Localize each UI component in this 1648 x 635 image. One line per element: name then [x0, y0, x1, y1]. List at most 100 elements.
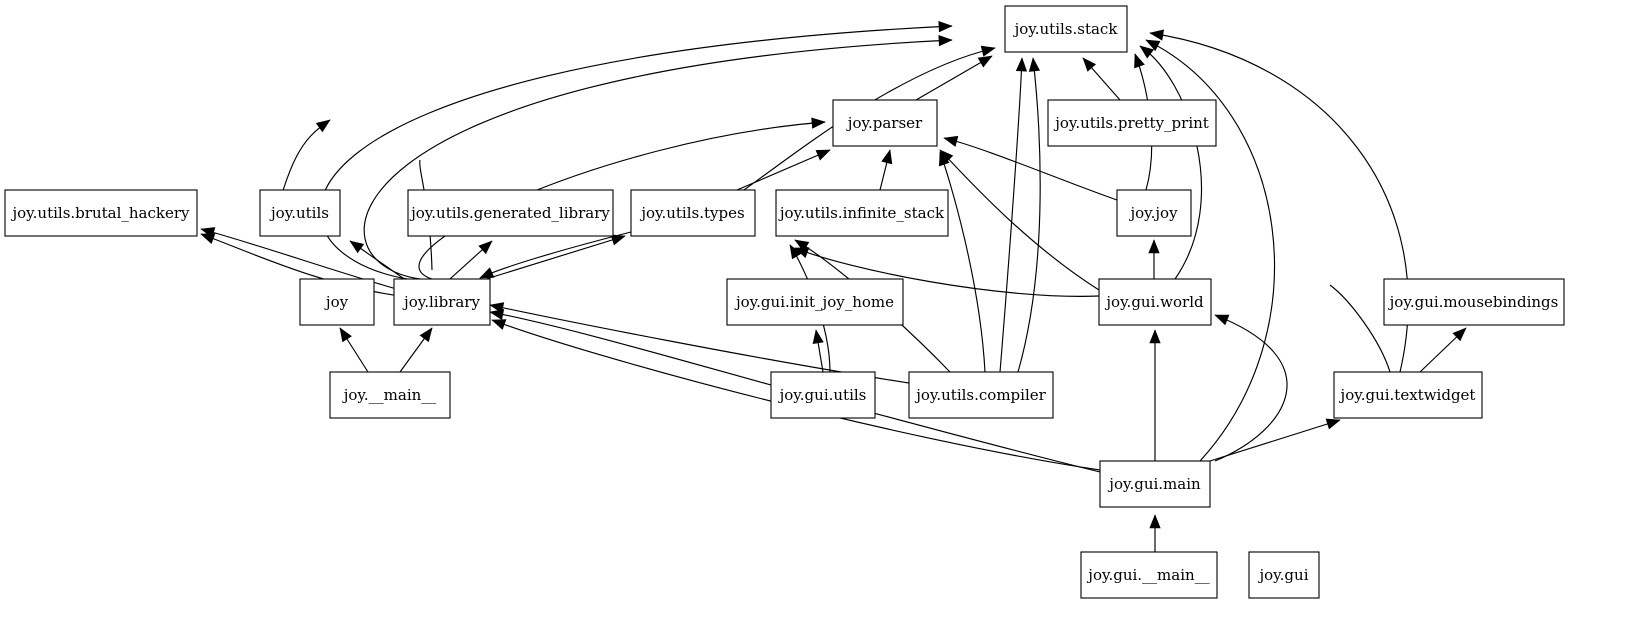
dependency-edge [1209, 419, 1341, 462]
dependency-edge [915, 55, 993, 101]
node-box[interactable] [1333, 371, 1483, 419]
edge-arrowhead [980, 45, 996, 57]
edge-arrowhead [315, 119, 331, 133]
node-box[interactable] [407, 189, 614, 237]
graph-node-joy-utils-pretty-print[interactable]: joy.utils.pretty_print [1047, 99, 1217, 147]
node-label: joy.gui [1258, 566, 1309, 584]
graph-node-joy-utils-infinite-stack[interactable]: joy.utils.infinite_stack [775, 189, 949, 237]
edge-arrowhead [943, 135, 959, 147]
dependency-edge [1139, 45, 1203, 280]
edge-arrowhead [200, 233, 216, 244]
dependency-edge [489, 311, 772, 386]
edge-arrowhead [478, 240, 493, 255]
node-box[interactable] [1383, 278, 1565, 326]
graph-node-joy-utils-generated-library[interactable]: joy.utils.generated_library [407, 189, 614, 237]
edge-arrowhead [811, 117, 826, 129]
node-box[interactable] [630, 189, 756, 237]
edge-arrowhead [881, 149, 893, 165]
node-label: joy.gui.world [1104, 293, 1204, 311]
edge-arrowhead [1325, 418, 1341, 430]
node-label: joy [324, 293, 349, 311]
dependency-edge [363, 39, 953, 280]
node-label: joy.utils.pretty_print [1053, 114, 1209, 132]
graph-node-joy-parser[interactable]: joy.parser [832, 99, 938, 147]
graph-node-joy-utils-types[interactable]: joy.utils.types [630, 189, 756, 237]
edge-arrowhead [794, 239, 810, 252]
dependency-edge [1017, 57, 1041, 373]
edge-arrowhead [1145, 39, 1161, 52]
graph-node-joy-gui[interactable]: joy.gui [1248, 551, 1320, 599]
graph-node-joy-gui-init-joy-home[interactable]: joy.gui.init_joy_home [726, 278, 904, 326]
edge-arrowhead [419, 327, 433, 343]
node-box[interactable] [775, 189, 949, 237]
node-box[interactable] [1116, 189, 1192, 237]
edge-arrowhead [794, 247, 810, 258]
node-label: joy.utils [269, 204, 329, 222]
graph-node-joy-gui---main--[interactable]: joy.gui.__main__ [1080, 551, 1218, 599]
dependency-edge [939, 149, 1100, 291]
edge-arrowhead [815, 149, 831, 161]
graph-node-joy-utils[interactable]: joy.utils [259, 189, 341, 237]
node-label: joy.joy [1128, 204, 1178, 222]
node-label: joy.gui.main [1107, 475, 1201, 493]
dependency-edge [479, 231, 632, 279]
graph-node-joy-utils-brutal-hackery[interactable]: joy.utils.brutal_hackery [4, 189, 198, 237]
edge-arrowhead [1149, 514, 1161, 529]
edge-arrowhead [812, 329, 824, 345]
node-label: joy.gui.init_joy_home [734, 293, 894, 311]
node-box[interactable] [770, 371, 876, 419]
node-label: joy.utils.generated_library [409, 204, 610, 222]
node-box[interactable] [908, 371, 1054, 419]
node-box[interactable] [1099, 460, 1211, 508]
graph-node-joy-library[interactable]: joy.library [393, 278, 491, 326]
graph-node-joy-utils-compiler[interactable]: joy.utils.compiler [908, 371, 1054, 419]
node-box[interactable] [832, 99, 938, 147]
node-box[interactable] [1004, 5, 1128, 53]
edge-arrowhead [1134, 53, 1145, 69]
graph-node-joy-gui-textwidget[interactable]: joy.gui.textwidget [1333, 371, 1483, 419]
node-box[interactable] [1080, 551, 1218, 599]
graph-node-joy-gui-main[interactable]: joy.gui.main [1099, 460, 1211, 508]
node-box[interactable] [299, 278, 375, 326]
edge-arrowhead [1139, 45, 1155, 59]
edge-arrowhead [479, 267, 495, 279]
dependency-edge [1145, 39, 1276, 462]
edge-arrowhead [1148, 239, 1160, 254]
edge-arrowhead [938, 151, 950, 167]
graph-node-joy-gui-mousebindings[interactable]: joy.gui.mousebindings [1383, 278, 1565, 326]
node-box[interactable] [393, 278, 491, 326]
dependency-edge [736, 149, 831, 191]
graph-node-joy-gui-world[interactable]: joy.gui.world [1098, 278, 1212, 326]
node-label: joy.gui.mousebindings [1388, 293, 1559, 311]
node-label: joy.__main__ [342, 386, 437, 404]
edge-arrowhead [339, 327, 352, 343]
edge-arrowhead [938, 35, 953, 47]
graph-node-joy[interactable]: joy [299, 278, 375, 326]
dependency-edge [943, 137, 1118, 201]
dependency-edge [794, 247, 1100, 297]
node-label: joy.parser [846, 114, 923, 132]
dependency-edge [1214, 314, 1288, 462]
node-box[interactable] [259, 189, 341, 237]
edge-arrowhead [938, 21, 953, 33]
edge-arrowhead [1214, 314, 1230, 326]
node-box[interactable] [329, 371, 451, 419]
graph-node-joy---main--[interactable]: joy.__main__ [329, 371, 451, 419]
edge-arrowhead [977, 55, 993, 68]
node-box[interactable] [1248, 551, 1320, 599]
edge-arrowhead [1149, 29, 1165, 41]
node-label: joy.utils.infinite_stack [778, 204, 945, 222]
node-box[interactable] [1047, 99, 1217, 147]
node-box[interactable] [1098, 278, 1212, 326]
graph-node-joy-joy[interactable]: joy.joy [1116, 189, 1192, 237]
node-label: joy.gui.textwidget [1339, 386, 1476, 404]
dependency-edge [469, 235, 626, 285]
node-label: joy.gui.__main__ [1086, 566, 1210, 584]
graph-node-joy-gui-utils[interactable]: joy.gui.utils [770, 371, 876, 419]
node-box[interactable] [726, 278, 904, 326]
edge-arrowhead [489, 308, 505, 321]
dependency-edge [999, 57, 1023, 373]
node-box[interactable] [4, 189, 198, 237]
graph-node-joy-utils-stack[interactable]: joy.utils.stack [1004, 5, 1128, 53]
